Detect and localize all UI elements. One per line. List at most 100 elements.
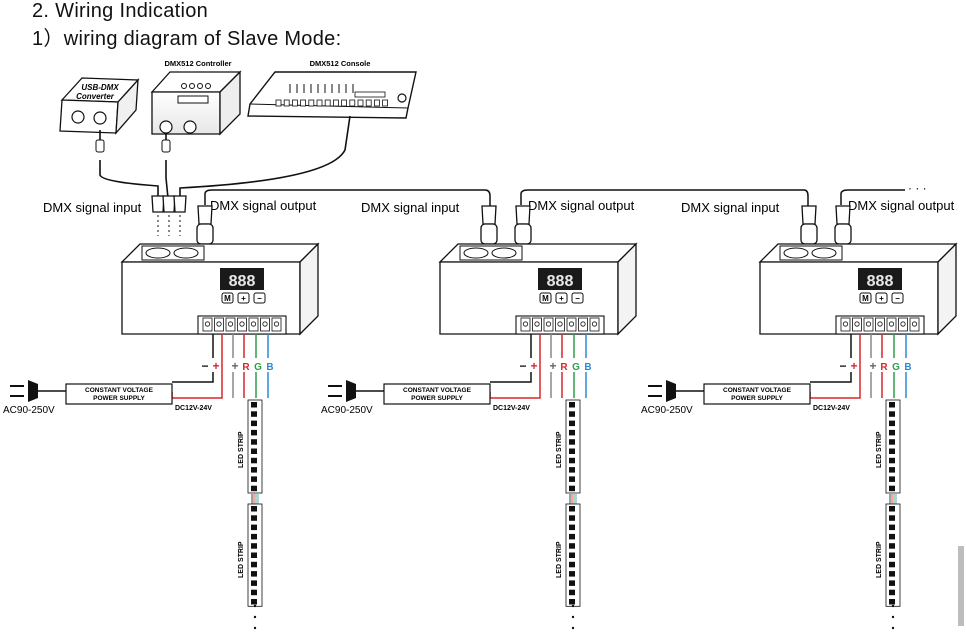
svg-text:888: 888: [547, 273, 574, 290]
terminal-label-0: −: [519, 359, 526, 373]
console-faders: [275, 84, 389, 107]
unit-button-2[interactable]: [891, 292, 904, 304]
led-strip-label: LED STRIP: [556, 541, 563, 578]
xlr-output-plug-icon: [835, 205, 851, 225]
svg-text:888: 888: [867, 273, 894, 290]
terminal-label-3: R: [242, 362, 250, 373]
dc-voltage-label: DC12V-24V: [813, 405, 850, 412]
svg-text:CONSTANT VOLTAGE: CONSTANT VOLTAGE: [403, 387, 472, 394]
xlr-input-plug-icon: [801, 205, 817, 225]
unit-button-1[interactable]: [555, 292, 568, 304]
unit-button-label: −: [895, 294, 900, 303]
unit-button-1[interactable]: [875, 292, 888, 304]
unit-button-label: −: [257, 294, 262, 303]
unit-button-2[interactable]: [253, 292, 266, 304]
dmx-socket-icon: [491, 247, 517, 259]
terminal-label-4: G: [254, 362, 262, 373]
usb-dmx-label-1: USB-DMX: [81, 83, 119, 92]
led-strip-label: LED STRIP: [876, 431, 883, 468]
dmx-output-label: DMX signal output: [528, 198, 635, 213]
led-strip: [247, 399, 263, 494]
xlr-port-icon: [159, 120, 173, 134]
controller-display: [177, 95, 209, 104]
svg-text:POWER SUPPLY: POWER SUPPLY: [93, 395, 145, 402]
unit-button-0[interactable]: [539, 292, 552, 304]
led-strip: [247, 503, 263, 607]
led-strip: [565, 503, 581, 607]
unit-button-0[interactable]: [221, 292, 234, 304]
usb-dmx-label-2: Converter: [76, 92, 115, 101]
dmx-socket-icon: [463, 247, 489, 259]
dmx-input-label: DMX signal input: [681, 200, 780, 215]
terminal-label-4: G: [892, 362, 900, 373]
subsection-heading: 1）wiring diagram of Slave Mode:: [32, 28, 342, 50]
svg-text:POWER SUPPLY: POWER SUPPLY: [731, 395, 783, 402]
scrollbar-fragment: [958, 546, 964, 626]
dmx-output-label: DMX signal output: [848, 198, 955, 213]
dc-voltage-label: DC12V-24V: [493, 405, 530, 412]
xlr-output-plug-icon: [197, 205, 213, 225]
svg-text:POWER SUPPLY: POWER SUPPLY: [411, 395, 463, 402]
dmx-input-label: DMX signal input: [361, 200, 460, 215]
source-plugs: [95, 139, 171, 153]
unit-button-0[interactable]: [859, 292, 872, 304]
terminal-label-0: −: [201, 359, 208, 373]
terminal-label-1: +: [530, 359, 537, 373]
dmx-socket-icon: [173, 247, 199, 259]
led-strip-label: LED STRIP: [238, 431, 245, 468]
svg-text:CONSTANT VOLTAGE: CONSTANT VOLTAGE: [85, 387, 154, 394]
led-display: 888: [538, 268, 582, 290]
terminal-label-2: +: [231, 359, 238, 373]
led-display: 888: [220, 268, 264, 290]
xlr-port-icon: [183, 120, 197, 134]
dmx-socket-icon: [783, 247, 809, 259]
unit-button-label: −: [575, 294, 580, 303]
xlr-port-icon: [93, 111, 107, 125]
terminal-label-1: +: [850, 359, 857, 373]
unit-button-label: M: [862, 294, 869, 303]
ac-plug-icon: [10, 380, 66, 402]
unit-button-label: +: [241, 294, 246, 303]
led-strip: [885, 503, 901, 607]
led-display: 888: [858, 268, 902, 290]
ac-plug-icon: [648, 380, 704, 402]
ac-voltage-label: AC90-250V: [3, 405, 55, 416]
dmx512-console: DMX512 Console: [247, 59, 417, 119]
unit-button-label: +: [879, 294, 884, 303]
unit-button-2[interactable]: [571, 292, 584, 304]
unit-button-label: M: [542, 294, 549, 303]
terminal-label-0: −: [839, 359, 846, 373]
led-strip-label: LED STRIP: [876, 541, 883, 578]
controller-label: DMX512 Controller: [164, 59, 231, 68]
chain-continuation: · · ·: [908, 181, 927, 195]
terminal-label-4: G: [572, 362, 580, 373]
xlr-input-plug-icon: [481, 205, 497, 225]
unit-button-label: +: [559, 294, 564, 303]
console-output-port-icon: [397, 93, 407, 103]
unit-button-label: M: [224, 294, 231, 303]
dmx-socket-icon: [811, 247, 837, 259]
ac-voltage-label: AC90-250V: [641, 405, 693, 416]
usb-dmx-converter: USB-DMX Converter: [59, 77, 140, 135]
led-strip-label: LED STRIP: [238, 541, 245, 578]
terminal-label-3: R: [880, 362, 888, 373]
svg-text:888: 888: [229, 273, 256, 290]
led-strip: [565, 399, 581, 494]
terminal-label-1: +: [212, 359, 219, 373]
input-plugs: [151, 195, 187, 236]
xlr-port-icon: [71, 110, 85, 124]
terminal-label-3: R: [560, 362, 568, 373]
dmx-output-label: DMX signal output: [210, 198, 317, 213]
unit-button-1[interactable]: [237, 292, 250, 304]
dc-voltage-label: DC12V-24V: [175, 405, 212, 412]
dmx-input-label: DMX signal input: [43, 200, 142, 215]
dmx-socket-icon: [145, 247, 171, 259]
led-strip-label: LED STRIP: [556, 431, 563, 468]
